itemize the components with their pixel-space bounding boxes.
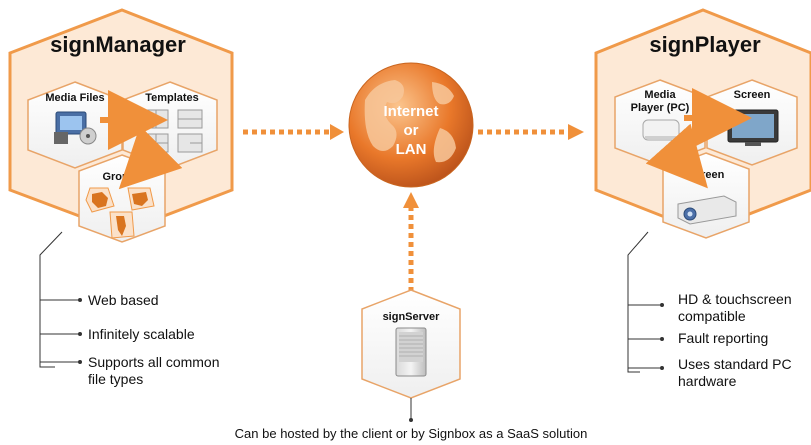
sign-player-bullets: HD & touchscreen compatible Fault report… — [627, 231, 792, 389]
groups-label: Groups — [102, 171, 141, 183]
templates-to-groups-arrow — [118, 125, 183, 190]
templates-label: Templates — [145, 92, 199, 104]
sign-manager-bullets: Web based Infinitely scalable Supports a… — [39, 231, 220, 387]
internet-to-player-arrowhead — [568, 124, 584, 140]
media-player-label-line1: Media — [644, 89, 676, 101]
tv-screen-icon — [727, 109, 779, 146]
media-files-icon — [54, 111, 97, 145]
sign-player-group: signPlayer Media Player (PC) Screen Scre… — [594, 8, 811, 239]
media-player-label-line2: Player (PC) — [631, 102, 690, 114]
media-files-label: Media Files — [45, 92, 104, 104]
screen-top-label: Screen — [734, 89, 771, 101]
manager-to-internet-arrowhead — [330, 124, 344, 140]
mac-mini-icon — [642, 119, 680, 141]
screen-bottom-hexagon — [662, 152, 750, 239]
globe-label-internet: Internet — [383, 103, 438, 120]
player-bullet-hd-1: HD & touchscreen — [678, 291, 792, 307]
manager-bullet-web-based: Web based — [88, 292, 159, 308]
manager-bullet-file-types-2: file types — [88, 371, 143, 387]
sign-server-title: signServer — [383, 311, 441, 323]
player-bullet-hd-2: compatible — [678, 308, 746, 324]
globe-label-or: or — [404, 122, 419, 139]
manager-bullet-scalable: Infinitely scalable — [88, 326, 195, 342]
globe-landmass-icon — [364, 80, 456, 163]
server-tower-icon — [395, 327, 427, 377]
player-bullet-hardware-2: hardware — [678, 373, 737, 389]
screen-bottom-label: Screen — [688, 169, 725, 181]
internet-globe: Internet or LAN — [348, 62, 474, 188]
sign-server-group: signServer Can be hosted by the client o… — [235, 289, 588, 441]
sign-server-caption: Can be hosted by the client or by Signbo… — [235, 426, 588, 441]
player-to-screen-bottom-arrow — [645, 123, 708, 189]
sign-manager-group: signManager Media Files Templates Gro — [8, 8, 234, 243]
sign-manager-title: signManager — [50, 32, 186, 57]
server-to-internet-arrowhead — [403, 192, 419, 208]
sign-player-title: signPlayer — [649, 32, 761, 57]
projector-icon — [677, 195, 737, 225]
manager-bullet-file-types-1: Supports all common — [88, 354, 220, 370]
globe-label-lan: LAN — [396, 141, 427, 158]
player-bullet-hardware-1: Uses standard PC — [678, 356, 792, 372]
player-bullet-fault: Fault reporting — [678, 330, 768, 346]
